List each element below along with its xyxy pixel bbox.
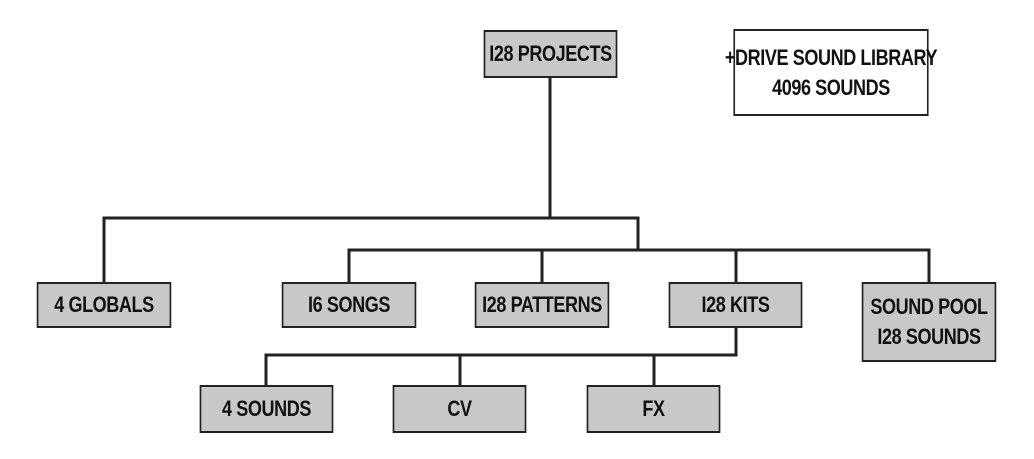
sound-library-line2: 4096 SOUNDS [772,74,890,100]
sounds-label: 4 SOUNDS [222,396,311,421]
fx-node: FX [586,385,721,433]
patterns-label: I28 PATTERNS [482,292,602,317]
sound-library-line1: +DRIVE SOUND LIBRARY [724,44,938,70]
sound-pool-node: SOUND POOL I28 SOUNDS [861,282,997,362]
kits-label: I28 KITS [701,292,770,317]
projects-node: I28 PROJECTS [483,30,618,78]
cv-node: CV [392,385,527,433]
patterns-node: I28 PATTERNS [474,282,610,328]
sound-library-node: +DRIVE SOUND LIBRARY 4096 SOUNDS [725,29,937,116]
sound-pool-line2: I28 SOUNDS [877,324,981,349]
projects-label: I28 PROJECTS [489,41,612,66]
sound-pool-line1: SOUND POOL [870,294,988,319]
globals-node: 4 GLOBALS [36,282,172,328]
songs-label: I6 SONGS [308,292,390,317]
fx-label: FX [642,396,665,421]
kits-node: I28 KITS [668,282,803,328]
cv-label: CV [447,396,472,421]
songs-node: I6 SONGS [281,282,417,328]
globals-label: 4 GLOBALS [54,292,154,317]
sounds-node: 4 SOUNDS [199,385,334,433]
